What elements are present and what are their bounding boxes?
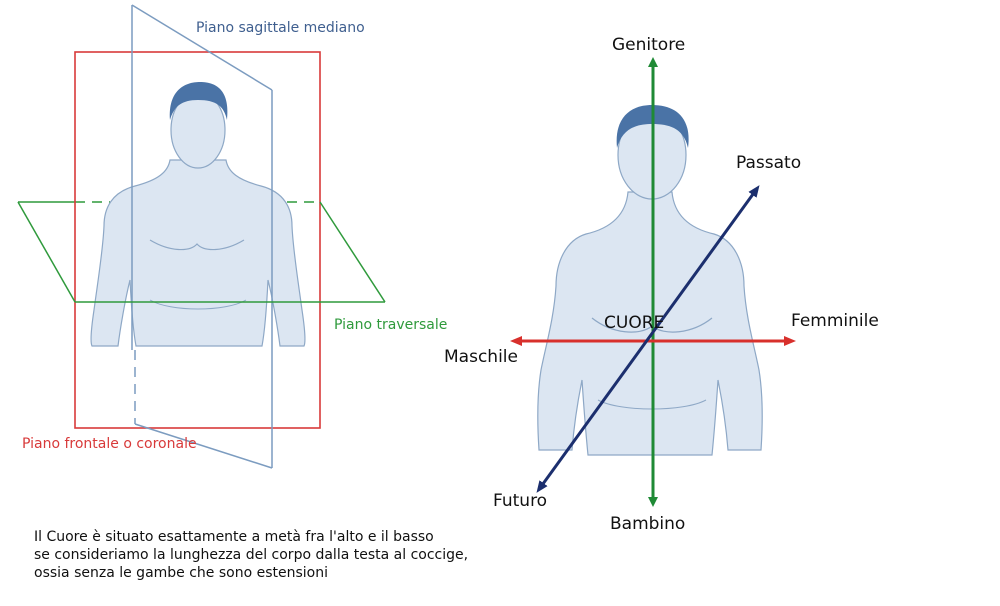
right-body-hair xyxy=(616,105,689,148)
genitore-label: Genitore xyxy=(612,35,686,55)
caption-line-3: ossia senza le gambe che sono estensioni xyxy=(34,565,329,581)
caption-line-2: se consideriamo la lunghezza del corpo d… xyxy=(34,547,469,563)
femminile-label: Femminile xyxy=(791,311,879,331)
right-body-figure xyxy=(537,105,763,456)
left-body-chest-line xyxy=(149,239,245,251)
left-body-abdomen-line xyxy=(149,299,247,310)
caption-line-1: Il Cuore è situato esattamente a metà fr… xyxy=(34,529,434,545)
left-body-hair xyxy=(169,82,228,120)
sagittal-plane-label: Piano sagittale mediano xyxy=(196,20,365,36)
futuro-label: Futuro xyxy=(493,491,548,511)
left-diagram xyxy=(17,4,386,469)
left-body-figure xyxy=(90,82,306,347)
frontal-plane-label: Piano frontale o coronale xyxy=(22,436,197,452)
right-diagram xyxy=(510,57,796,507)
left-body-torso xyxy=(90,159,306,347)
sagittal-plane xyxy=(131,4,273,469)
cuore-label: CUORE xyxy=(604,313,665,333)
transversal-plane-label: Piano traversale xyxy=(334,317,448,333)
passato-label: Passato xyxy=(736,153,802,173)
bambino-label: Bambino xyxy=(610,514,686,534)
transversal-plane xyxy=(17,201,386,303)
frontal-plane xyxy=(74,51,321,429)
caption: Il Cuore è situato esattamente a metà fr… xyxy=(34,528,468,582)
maschile-label: Maschile xyxy=(444,347,518,367)
diagonal-axis-arrow xyxy=(536,185,760,493)
